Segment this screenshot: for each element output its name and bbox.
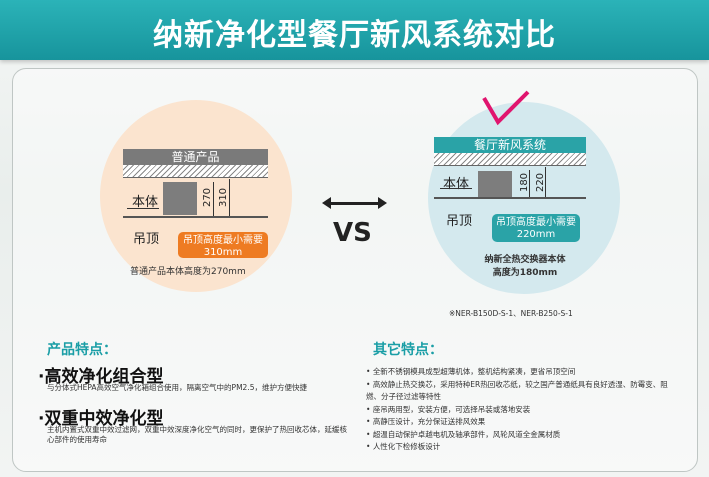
double-arrow-icon bbox=[325, 202, 383, 205]
arrow-right-icon bbox=[127, 208, 159, 209]
unit-body-box bbox=[478, 171, 512, 197]
vs-label: VS bbox=[333, 218, 372, 248]
arrow-right-icon bbox=[440, 188, 472, 189]
item-text: 人性化下检修板设计 bbox=[372, 442, 441, 451]
body-label: 本体 bbox=[132, 195, 159, 210]
ceiling-line bbox=[434, 197, 586, 199]
dimension-line bbox=[529, 170, 530, 197]
features-heading: 产品特点： bbox=[47, 342, 117, 358]
dim-body: 270 bbox=[202, 187, 214, 208]
ceiling-line bbox=[123, 216, 268, 218]
list-item: • 全新不锈钢模具成型超薄机体，整机结构紧凑，更省吊顶空间 bbox=[366, 367, 576, 376]
caption-line: 高度为180mm bbox=[492, 268, 558, 278]
item-text: 全新不锈钢模具成型超薄机体，整机结构紧凑，更省吊顶空间 bbox=[372, 367, 576, 376]
dimension-line bbox=[229, 179, 230, 216]
feature-desc: 主机内置式双重中效过滤网，双重中效深度净化空气的同时，更保护了热回收芯体，延缓核… bbox=[47, 425, 347, 444]
callout-value: 220mm bbox=[516, 229, 556, 240]
normal-product-bar: 普通产品 bbox=[123, 149, 268, 165]
list-item: • 高静压设计，充分保证送排风效果 bbox=[366, 417, 486, 426]
callout-text: 吊顶高度最小需要 bbox=[183, 235, 263, 246]
item-text: 高效静止热交换芯，采用特种ER热回收芯纸，较之国产普通纸具有良好透湿、防霉变、阻… bbox=[366, 379, 668, 402]
caption-line: 纳新全热交换器本体 bbox=[484, 255, 566, 265]
feature-desc: 与分体式HEPA高效空气净化箱组合使用，隔离空气中的PM2.5，维护方便快捷 bbox=[47, 383, 307, 392]
ceiling-hatch bbox=[123, 165, 268, 178]
callout-text: 吊顶高度最小需要 bbox=[496, 217, 576, 228]
dim-total: 220 bbox=[535, 172, 547, 193]
model-numbers: ※NER-B150D-S-1、NER-B250-S-1 bbox=[449, 309, 573, 318]
dim-total: 310 bbox=[218, 187, 230, 208]
body-label: 本体 bbox=[443, 177, 470, 192]
arrow-right-head bbox=[378, 197, 387, 209]
arrow-left-head bbox=[322, 197, 331, 209]
list-item: • 超温自动保护卓越电机及轴承部件，风轮风道全金属材质 bbox=[366, 429, 561, 439]
list-item: • 人性化下检修板设计 bbox=[366, 442, 441, 451]
dim-body: 180 bbox=[519, 172, 531, 193]
list-item: • 高效静止热交换芯，采用特种ER热回收芯纸，较之国产普通纸具有良好透湿、防霉变… bbox=[366, 379, 668, 402]
feature-title: ·双重中效净化型 bbox=[38, 409, 164, 429]
other-features-heading: 其它特点： bbox=[373, 342, 443, 358]
item-text: 座吊两用型，安装方便，可选择吊装或落地安装 bbox=[372, 404, 531, 414]
dimension-line bbox=[545, 167, 546, 197]
dimension-line bbox=[213, 182, 214, 216]
ceiling-label: 吊顶 bbox=[133, 232, 160, 247]
callout-value: 310mm bbox=[203, 247, 243, 258]
item-text: 高静压设计，充分保证送排风效果 bbox=[372, 417, 486, 426]
caption: 普通产品本体高度为270mm bbox=[130, 267, 246, 277]
header-banner bbox=[0, 0, 709, 60]
list-item: • 座吊两用型，安装方便，可选择吊装或落地安装 bbox=[366, 404, 531, 414]
caption: 纳新全热交换器本体高度为180mm bbox=[470, 254, 580, 280]
ceiling-hatch bbox=[434, 153, 586, 166]
page-title: 纳新净化型餐厅新风系统对比 bbox=[153, 18, 556, 53]
unit-body-box bbox=[163, 182, 197, 215]
item-text: 超温自动保护卓越电机及轴承部件，风轮风道全金属材质 bbox=[372, 429, 561, 439]
other-features-list: • 全新不锈钢模具成型超薄机体，整机结构紧凑，更省吊顶空间 • 高效静止热交换芯… bbox=[366, 366, 681, 454]
feature-title: ·高效净化组合型 bbox=[38, 367, 164, 387]
checkmark-icon bbox=[482, 90, 530, 126]
restaurant-system-bar: 餐厅新风系统 bbox=[434, 137, 586, 153]
ceiling-label: 吊顶 bbox=[446, 214, 473, 229]
